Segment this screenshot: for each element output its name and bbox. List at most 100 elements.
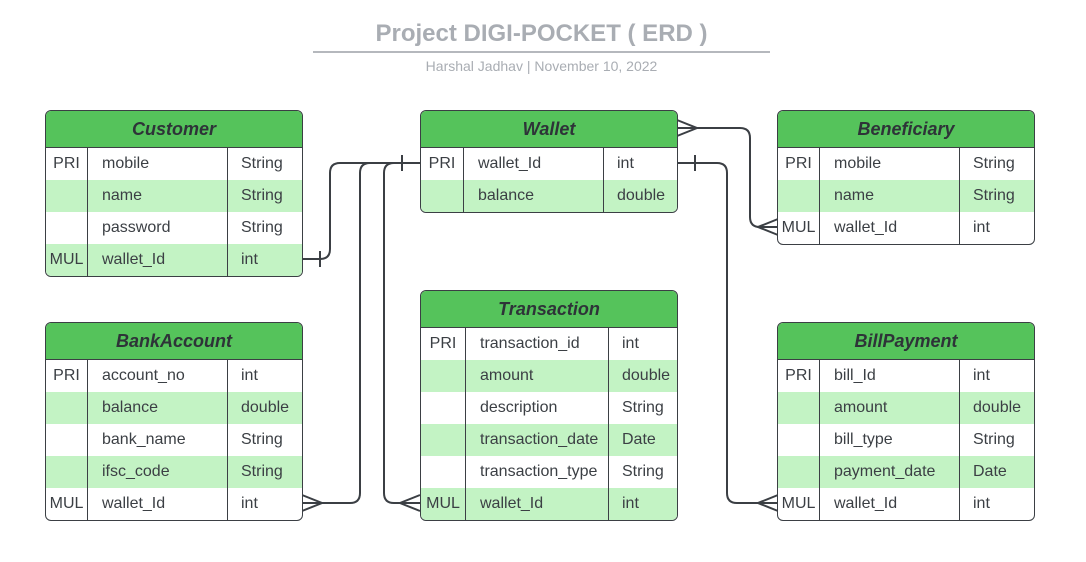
many-marker-bankaccount: [301, 494, 325, 512]
field-name-cell: amount: [820, 392, 960, 424]
key-cell: PRI: [421, 328, 466, 360]
key-cell: MUL: [46, 488, 88, 520]
key-cell: [46, 424, 88, 456]
field-type-cell: double: [973, 399, 1022, 416]
field-name-cell: bank_name: [88, 424, 228, 456]
field-type-cell: String: [241, 219, 283, 236]
field-name-cell: bill_Id: [820, 360, 960, 392]
field-name-cell: transaction_type: [466, 456, 609, 488]
field-name-cell: wallet_Id: [466, 488, 609, 520]
entity-title: Transaction: [421, 291, 677, 328]
field-type-cell: Date: [973, 463, 1007, 480]
attribute-row[interactable]: balance double: [421, 180, 677, 212]
field-name-cell: transaction_id: [466, 328, 609, 360]
many-marker-transaction: [397, 494, 421, 512]
key-cell: [46, 180, 88, 212]
field-name-cell: amount: [466, 360, 609, 392]
key-cell: MUL: [778, 488, 820, 520]
field-name-cell: balance: [464, 180, 604, 212]
attribute-row[interactable]: balance double: [46, 392, 302, 424]
field-name-cell: bill_type: [820, 424, 960, 456]
field-type-cell: String: [622, 399, 664, 416]
field-name-cell: wallet_Id: [464, 148, 604, 180]
entity-title: BillPayment: [778, 323, 1034, 360]
many-marker-wallet-top: [676, 119, 700, 137]
many-marker-beneficiary: [755, 218, 779, 236]
field-type-cell: int: [973, 367, 990, 384]
field-name-cell: password: [88, 212, 228, 244]
key-cell: [46, 392, 88, 424]
field-type-cell: String: [973, 431, 1015, 448]
field-type-cell: double: [241, 399, 290, 416]
field-name-cell: ifsc_code: [88, 456, 228, 488]
connector-transaction-wallet: [383, 162, 420, 504]
key-cell: [778, 424, 820, 456]
field-name-cell: payment_date: [820, 456, 960, 488]
diagram-title: Project DIGI-POCKET ( ERD ): [375, 20, 708, 47]
entity-title: Wallet: [421, 111, 677, 148]
attribute-row[interactable]: payment_date Date: [778, 456, 1034, 488]
key-cell: [46, 456, 88, 488]
field-name-cell: wallet_Id: [88, 488, 228, 520]
key-cell: [778, 392, 820, 424]
key-cell: PRI: [778, 148, 820, 180]
attribute-row[interactable]: password String: [46, 212, 302, 244]
connector-bankaccount-wallet: [302, 162, 420, 504]
attribute-row[interactable]: ifsc_code String: [46, 456, 302, 488]
field-type-cell: double: [617, 187, 666, 204]
entity-title: BankAccount: [46, 323, 302, 360]
attribute-row[interactable]: amount double: [778, 392, 1034, 424]
field-type-cell: double: [622, 367, 671, 384]
attribute-row[interactable]: bill_type String: [778, 424, 1034, 456]
attribute-row[interactable]: name String: [778, 180, 1034, 212]
key-cell: MUL: [46, 244, 88, 276]
connector-billpayment-wallet: [677, 162, 778, 504]
field-type-cell: int: [241, 495, 258, 512]
field-type-cell: String: [241, 463, 283, 480]
diagram-subtitle: Harshal Jadhav | November 10, 2022: [425, 58, 658, 74]
key-cell: [421, 180, 464, 212]
field-type-cell: int: [241, 251, 258, 268]
field-type-cell: String: [973, 187, 1015, 204]
key-cell: [421, 424, 466, 456]
field-type-cell: int: [973, 495, 990, 512]
key-cell: [778, 456, 820, 488]
key-cell: [421, 392, 466, 424]
key-cell: PRI: [778, 360, 820, 392]
entity-title: Beneficiary: [778, 111, 1034, 148]
field-name-cell: wallet_Id: [820, 212, 960, 244]
field-name-cell: name: [88, 180, 228, 212]
entity-title: Customer: [46, 111, 302, 148]
attribute-row[interactable]: amount double: [421, 360, 677, 392]
key-cell: MUL: [778, 212, 820, 244]
field-type-cell: int: [622, 335, 639, 352]
attribute-row[interactable]: description String: [421, 392, 677, 424]
key-cell: [421, 456, 466, 488]
field-name-cell: balance: [88, 392, 228, 424]
field-name-cell: name: [820, 180, 960, 212]
field-type-cell: Date: [622, 431, 656, 448]
field-name-cell: description: [466, 392, 609, 424]
